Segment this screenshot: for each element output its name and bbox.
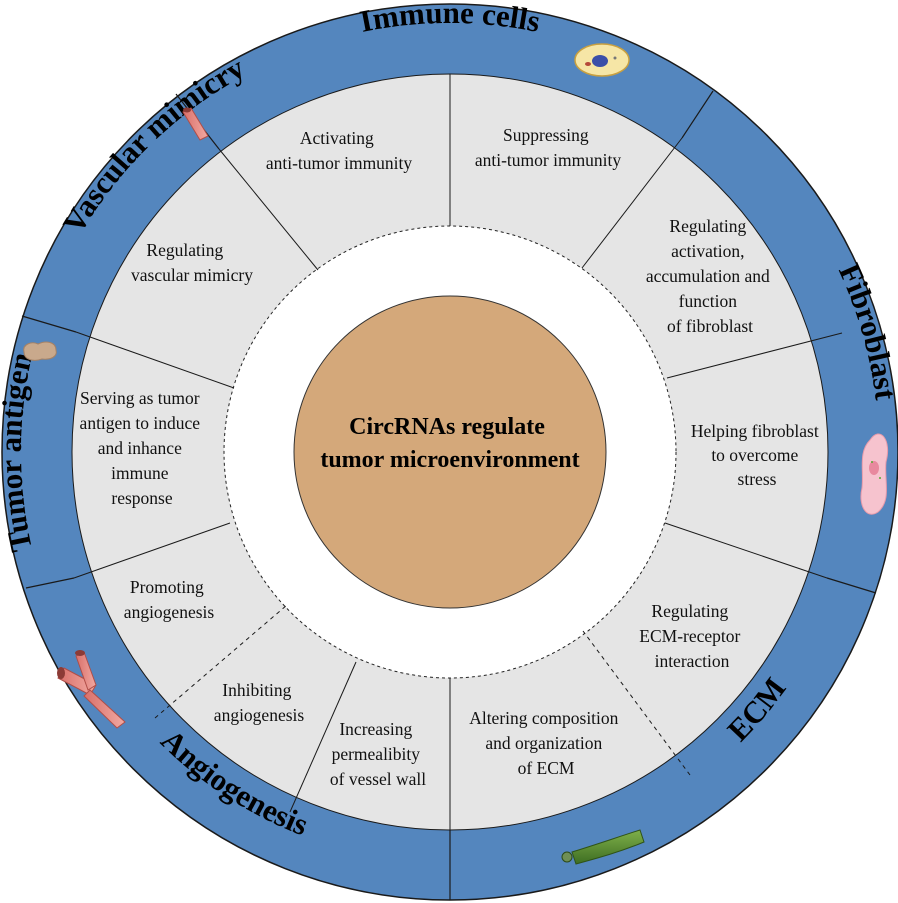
fibroblast-cell-icon (860, 433, 888, 515)
dashed-sector-dividers (154, 604, 691, 776)
blood-vessel-icon (57, 650, 126, 729)
sector-tumor-antigen-response: Serving as tumor antigen to induce and i… (80, 388, 205, 508)
sector-inhibiting-angiogenesis: Inhibiting angiogenesis (214, 680, 305, 725)
sector-regulating-fibroblast: Regulating activation, accumulation and … (646, 216, 774, 336)
sector-ecm-receptor: Regulating ECM-receptor interaction (639, 601, 744, 671)
ecm-fiber-icon (561, 829, 645, 865)
sector-vessel-permeability: Increasing permealibity of vessel wall (330, 719, 426, 789)
sector-dividers (73, 74, 843, 830)
immune-cell-icon (574, 43, 630, 77)
sector-activating-immunity: Activating anti-tumor immunity (266, 128, 413, 173)
sector-suppressing-immunity: Suppressing anti-tumor immunity (475, 125, 622, 170)
sector-regulating-vascular-mimicry: Regulating vascular mimicry (131, 240, 253, 285)
center-title: CircRNAs regulate tumor microenvironment (320, 414, 579, 473)
sector-promoting-angiogenesis: Promoting angiogenesis (124, 577, 215, 622)
sector-helping-fibroblast: Helping fibroblast to overcome stress (691, 421, 823, 489)
center-disc (293, 295, 607, 609)
sector-ecm-composition: Altering composition and organization of… (469, 708, 623, 778)
tumor-antigen-icon (23, 341, 57, 361)
vessel-segment-icon (182, 107, 209, 141)
ring-dividers (21, 90, 877, 900)
